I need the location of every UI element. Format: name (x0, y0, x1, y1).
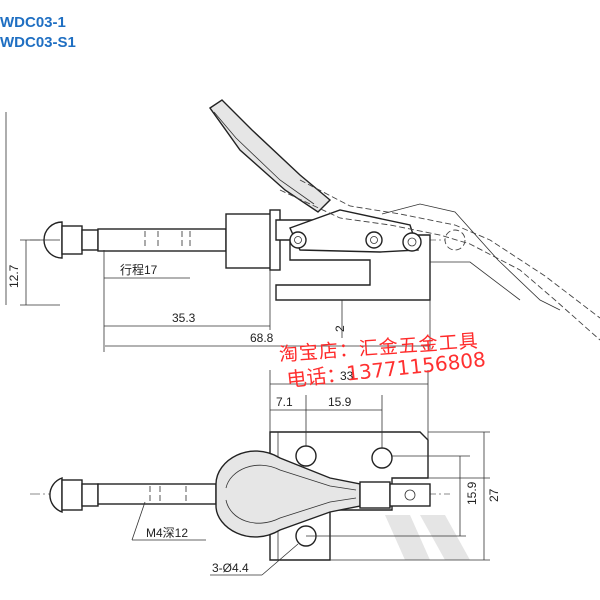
side-view (5, 99, 600, 341)
dim-35-3: 35.3 (172, 311, 196, 325)
dim-33: 33 (340, 369, 354, 383)
dim-12-7: 12.7 (7, 264, 21, 288)
dim-holes: 3-Ø4.4 (212, 561, 249, 575)
dim-stroke: 行程17 (120, 262, 158, 277)
dim-15-9-top: 15.9 (328, 395, 352, 409)
dim-7-1: 7.1 (276, 395, 293, 409)
model-code-1: WDC03-1 (0, 14, 66, 31)
side-view-dimensions: 12.7 行程17 35.3 68.8 2 (7, 239, 431, 352)
plan-view (30, 431, 470, 561)
dim-15-9-side: 15.9 (465, 481, 479, 505)
dim-2: 2 (333, 325, 347, 332)
plan-view-dimensions: 33 7.1 15.9 15.9 27 M4深12 3-Ø4.4 (131, 369, 501, 576)
dim-68-8: 68.8 (250, 331, 274, 345)
model-code-2: WDC03-S1 (0, 34, 76, 51)
dim-27: 27 (487, 488, 501, 502)
dim-thread: M4深12 (146, 526, 188, 540)
